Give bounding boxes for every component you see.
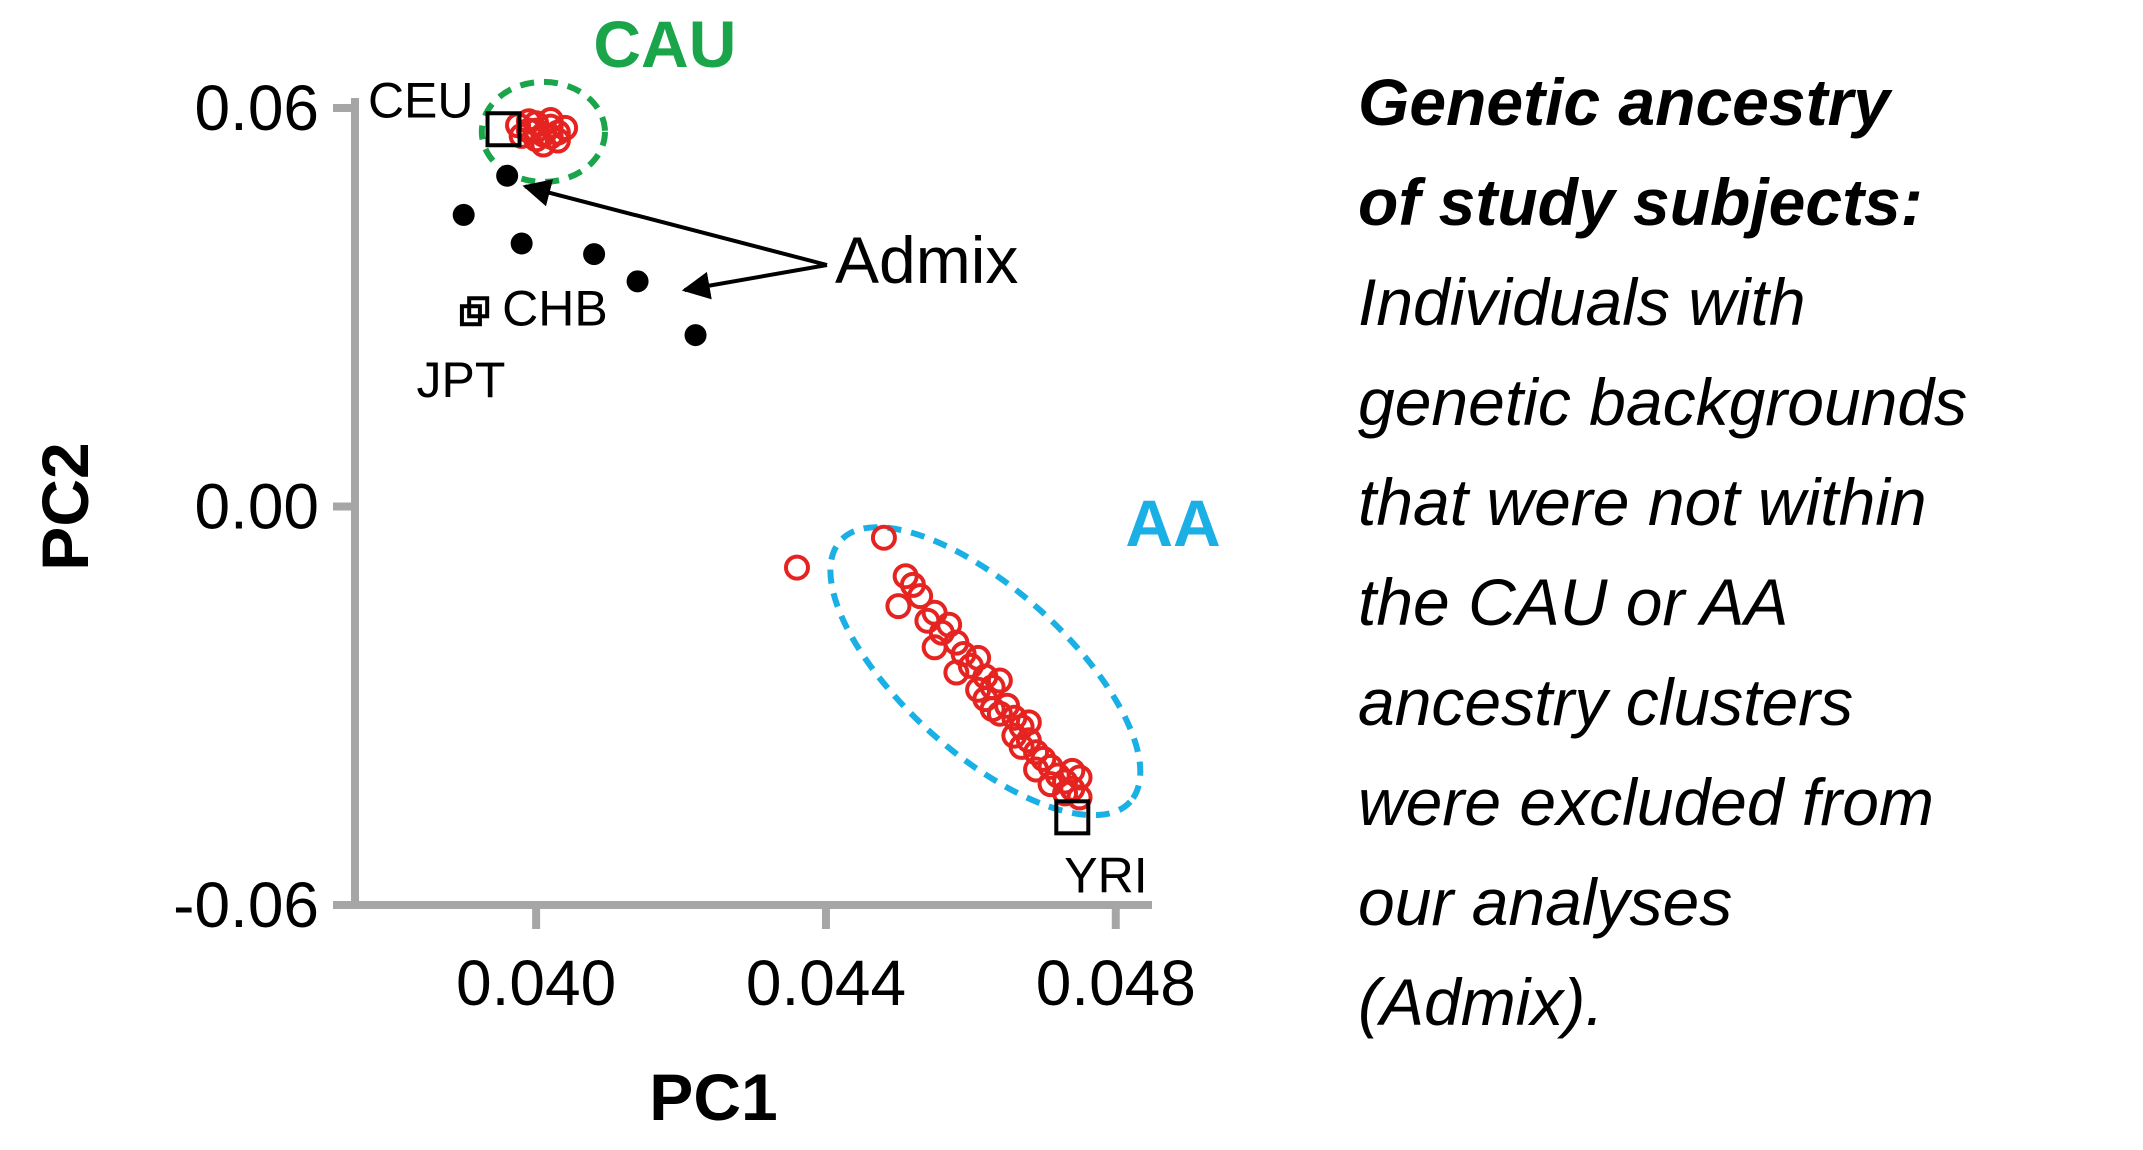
subject-point <box>921 634 948 661</box>
x-tick-label: 0.040 <box>456 947 616 1019</box>
annotations: Admix <box>522 179 1018 300</box>
caption-body-line: (Admix). <box>1358 965 1604 1039</box>
caption-body-line: our analyses <box>1358 865 1733 939</box>
admix-point <box>510 232 533 255</box>
subject-point <box>1037 771 1064 798</box>
caption-heading-line: of study subjects: <box>1358 165 1923 239</box>
admix-point <box>583 243 606 266</box>
subject-point <box>979 696 1006 723</box>
ref-label-yri: YRI <box>1064 847 1147 903</box>
admix-point <box>684 324 707 347</box>
ref-label-chb: CHB <box>502 280 608 336</box>
ref-label-ceu: CEU <box>368 72 474 128</box>
subject-point <box>965 676 992 703</box>
caption-heading-line: Genetic ancestry <box>1358 65 1890 139</box>
ref-marker-yri <box>1054 799 1091 836</box>
subject-point <box>508 122 535 149</box>
subject-point <box>1023 739 1050 766</box>
subject-point <box>523 117 550 144</box>
cluster-outlines: CAU AA <box>478 7 1221 819</box>
subject-point <box>530 131 557 158</box>
subject-point <box>1066 784 1093 811</box>
x-tick-label: 0.044 <box>746 947 906 1019</box>
admix-point <box>626 270 649 293</box>
cluster-outline-cau <box>478 78 608 185</box>
reference-populations: CEU CHB JPT YRI <box>368 72 1148 903</box>
y-axis-title: PC2 <box>28 442 102 570</box>
ref-marker-jpt <box>459 304 482 327</box>
y-tick-label: 0.06 <box>194 72 319 144</box>
y-tick-label: -0.06 <box>173 869 319 941</box>
ref-label-jpt: JPT <box>416 352 505 408</box>
subject-point <box>1059 757 1086 784</box>
admix-point <box>496 164 519 187</box>
subject-point <box>907 583 934 610</box>
subject-point <box>1015 709 1042 736</box>
subject-point <box>986 667 1013 694</box>
admix-arrow <box>522 179 828 267</box>
subject-point <box>870 524 897 551</box>
subject-point <box>1001 722 1028 749</box>
subject-point <box>1066 764 1093 791</box>
subject-point <box>537 123 564 150</box>
caption-body-line: were excluded from <box>1358 765 1934 839</box>
subject-point <box>943 659 970 686</box>
admix-annotation-label: Admix <box>835 223 1018 297</box>
subject-point <box>783 554 810 581</box>
caption-body-line: genetic backgrounds <box>1358 365 1968 439</box>
ref-marker-ceu <box>485 111 522 148</box>
subject-point <box>1023 756 1050 783</box>
caption-body-line: Individuals with <box>1358 265 1806 339</box>
caption: Genetic ancestry of study subjects: Indi… <box>1358 52 2138 1052</box>
cluster-outline-aa <box>827 524 1144 819</box>
y-tick-label: 0.00 <box>194 471 319 543</box>
caption-body-line: the CAU or AA <box>1358 565 1789 639</box>
data-points <box>452 106 1093 811</box>
admix-arrow <box>681 263 828 300</box>
caption-body-line: ancestry clusters <box>1358 665 1854 739</box>
x-axis-title: PC1 <box>649 1060 777 1134</box>
subject-point <box>885 593 912 620</box>
caption-body-line: that were not within <box>1358 465 1927 539</box>
admix-point <box>452 203 475 226</box>
cluster-label-cau: CAU <box>593 7 736 81</box>
x-tick-label: 0.048 <box>1036 947 1196 1019</box>
cluster-label-aa: AA <box>1125 486 1220 560</box>
